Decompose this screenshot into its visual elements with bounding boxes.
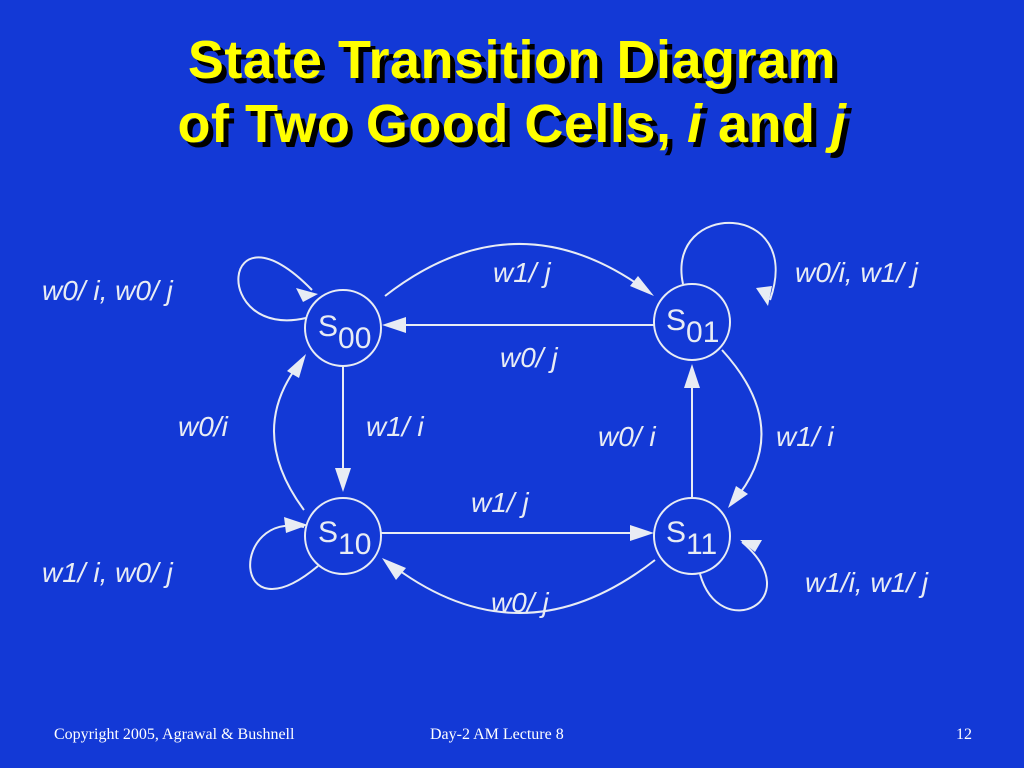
edge-s00-to-s01	[384, 243, 647, 297]
arrowhead-s10-to-s00	[287, 354, 306, 378]
label-s10-to-s11: w1/ j	[471, 487, 529, 518]
title-var-i: i	[686, 94, 703, 154]
footer-copyright: Copyright 2005, Agrawal & Bushnell	[54, 726, 295, 743]
state-s10-label: S10	[318, 516, 371, 561]
label-s00-loop: w0/ i, w0/ j	[42, 275, 173, 306]
arrowhead-loop-s10	[284, 517, 308, 533]
state-s11-base: S	[666, 516, 686, 549]
arrowhead-s01-to-s11	[728, 486, 748, 508]
state-s01-label: S01	[666, 304, 719, 349]
label-s11-to-s01: w0/ i	[598, 421, 656, 452]
edge-s01-to-s11	[721, 349, 763, 503]
arrowhead-s11-to-s10	[382, 558, 406, 580]
state-s10-base: S	[318, 516, 338, 549]
label-s11-loop: w1/i, w1/ j	[805, 567, 929, 598]
state-s10-sub: 10	[338, 528, 371, 561]
state-s11-label: S11	[666, 516, 717, 561]
label-s00-to-s01: w1/ j	[493, 257, 551, 288]
label-s01-to-s11: w1/ i	[776, 421, 834, 452]
loop-s11	[699, 541, 768, 612]
title-line-2-text: of Two Good Cells,	[177, 94, 687, 154]
title-line-2: of Two Good Cells, i and j	[0, 92, 1024, 156]
state-s01-sub: 01	[686, 316, 719, 349]
arrowhead-s11-to-s01	[684, 364, 700, 388]
state-s01-circle	[653, 283, 731, 361]
title-line-1: State Transition Diagram	[187, 30, 837, 90]
slide-title: State Transition Diagram of Two Good Cel…	[0, 28, 1024, 156]
state-s01-base: S	[666, 304, 686, 337]
label-s01-loop: w0/i, w1/ j	[795, 257, 919, 288]
label-s10-to-s00: w0/i	[178, 411, 229, 442]
arrowhead-s10-to-s11	[630, 525, 654, 541]
state-s00-base: S	[318, 310, 338, 343]
label-s10-loop: w1/ i, w0/ j	[42, 557, 173, 588]
title-var-j: j	[831, 94, 847, 154]
state-s00-sub: 00	[338, 322, 371, 355]
arrowhead-loop-s00	[296, 288, 318, 302]
label-s11-to-s10: w0/ j	[491, 587, 549, 618]
arrowhead-s00-to-s10	[335, 468, 351, 492]
edge-s11-to-s10	[387, 559, 656, 614]
arrowhead-s00-to-s01	[630, 276, 654, 296]
arrowhead-loop-s11	[740, 540, 762, 552]
loop-s00	[237, 256, 313, 322]
label-s01-to-s00: w0/ j	[500, 342, 558, 373]
loop-s01	[680, 221, 777, 301]
title-and: and	[717, 94, 816, 154]
arrowhead-s01-to-s00	[382, 317, 406, 333]
footer-page-number: 12	[956, 726, 972, 743]
state-s10-circle	[304, 497, 382, 575]
loop-s10	[249, 524, 319, 590]
label-s00-to-s10: w1/ i	[366, 411, 424, 442]
edge-s10-to-s00	[273, 359, 305, 511]
arrowhead-loop-s01	[756, 286, 772, 306]
footer-lecture: Day-2 AM Lecture 8	[430, 726, 564, 743]
state-s11-sub: 11	[686, 528, 717, 561]
state-s00-label: S00	[318, 310, 371, 355]
